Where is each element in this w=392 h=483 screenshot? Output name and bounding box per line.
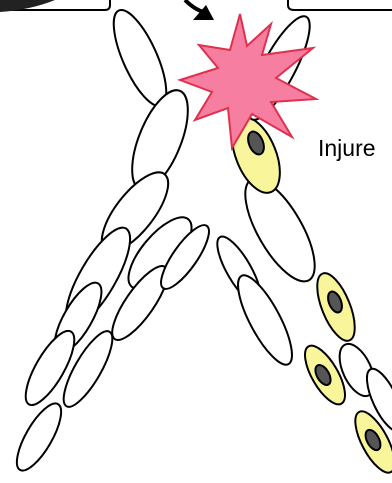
- cell: [228, 269, 301, 371]
- right-cell-chain: [210, 169, 392, 436]
- cell: [9, 398, 70, 477]
- arrow-icon: [185, 0, 214, 20]
- left-cell-chain: [9, 4, 217, 477]
- injured-label: Injure: [318, 135, 376, 161]
- top-right-box-edge: [288, 0, 392, 10]
